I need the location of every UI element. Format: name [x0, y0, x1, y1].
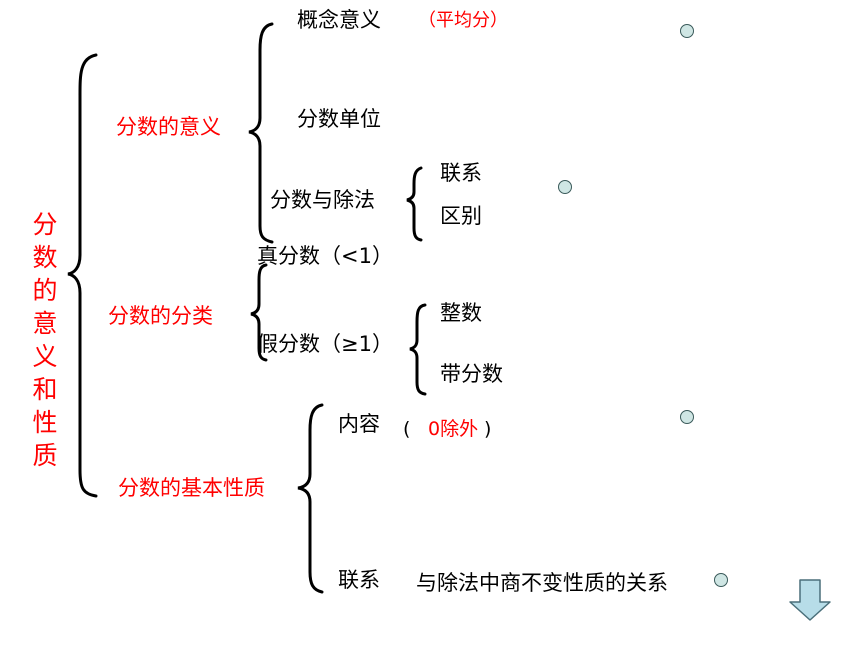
diagram-title: 分数的意义和性质	[32, 210, 58, 470]
division-item-difference: 区别	[440, 204, 482, 228]
relation-label: 联系	[338, 568, 380, 592]
classification-label: 分数的分类	[108, 304, 213, 328]
bullet-dot[interactable]	[714, 573, 728, 587]
division-brace	[406, 166, 423, 242]
main-brace	[67, 53, 98, 498]
relation-text: 与除法中商不变性质的关系	[416, 571, 668, 595]
content-note-close: )	[484, 418, 492, 440]
meaning-label: 分数的意义	[116, 115, 221, 139]
classification-brace	[250, 263, 268, 362]
content-note: 0除外	[428, 418, 479, 440]
division-label: 分数与除法	[270, 188, 375, 212]
unit-label: 分数单位	[297, 107, 381, 131]
bullet-dot[interactable]	[680, 24, 694, 38]
down-arrow-icon[interactable]	[788, 578, 832, 622]
division-item-relation: 联系	[440, 161, 482, 185]
concept-note: （平均分）	[418, 10, 508, 31]
improper-fraction-label: 假分数（≥1）	[257, 332, 393, 356]
content-label: 内容	[338, 412, 380, 436]
bullet-dot[interactable]	[558, 180, 572, 194]
improper-item-integer: 整数	[440, 301, 482, 325]
content-note-open: (	[403, 418, 411, 440]
concept-label: 概念意义	[297, 8, 381, 32]
meaning-brace	[248, 22, 274, 244]
proper-fraction-label: 真分数（<1）	[257, 244, 393, 268]
property-label: 分数的基本性质	[118, 476, 265, 500]
property-brace	[297, 403, 324, 594]
bullet-dot[interactable]	[680, 410, 694, 424]
improper-item-mixed: 带分数	[440, 362, 503, 386]
improper-brace	[409, 303, 427, 396]
